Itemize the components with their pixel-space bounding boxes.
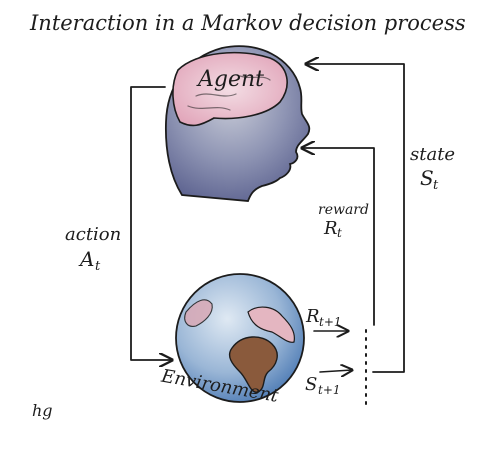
state-arrow [306,64,405,373]
reward-arrow [302,148,375,326]
reward-symbol: R [323,218,338,239]
state-symbol: S [420,166,434,190]
next-state-symbol: S [305,374,317,395]
state-subscript: t [433,178,439,193]
action-subscript: t [95,259,101,274]
environment-globe-icon [175,273,305,403]
next-reward-subscript: t+1 [319,315,342,329]
next-state-subscript: t+1 [318,383,341,397]
signature: hg [32,401,53,420]
action-arrow [130,86,172,360]
state-label: state [410,144,455,165]
reward-subscript: t [337,226,342,240]
reward-label: reward [318,202,369,218]
diagram-title: Interaction in a Markov decision process [29,11,466,35]
next-reward-symbol: R [305,306,320,327]
agent-label: Agent [196,67,264,92]
action-label: action [65,224,121,245]
next-state-arrow [319,370,352,372]
action-symbol: A [78,247,94,271]
agent-head-icon [164,45,311,202]
